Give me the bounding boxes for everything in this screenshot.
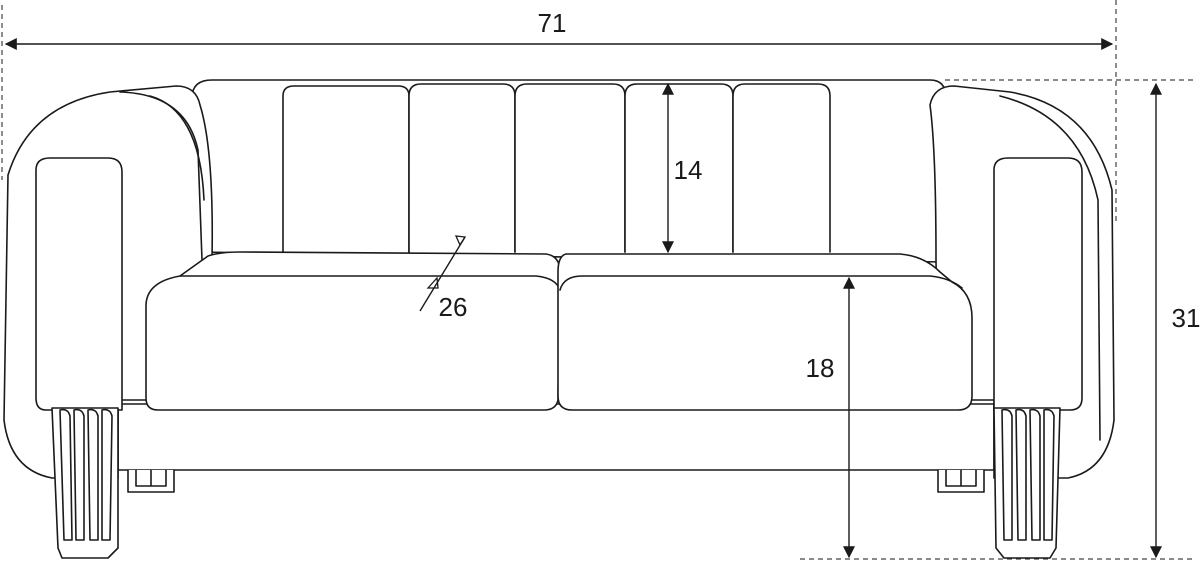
back-channel bbox=[732, 83, 831, 253]
total-height-label: 31 bbox=[1172, 303, 1200, 333]
back-channel bbox=[514, 83, 626, 253]
leg-right bbox=[993, 407, 1061, 559]
sofa bbox=[3, 79, 1115, 559]
left-arm-panel bbox=[35, 157, 123, 411]
depth-label: 26 bbox=[439, 292, 468, 322]
right-arm-panel bbox=[993, 157, 1083, 411]
dimension-labels: 71 14 26 18 31 bbox=[439, 8, 1200, 383]
dimension-lines bbox=[4, 38, 1162, 559]
back-channel bbox=[408, 83, 516, 253]
leg-left bbox=[51, 407, 119, 559]
inner-feet bbox=[127, 469, 985, 493]
back-channel bbox=[624, 83, 734, 253]
sofa-base bbox=[117, 403, 995, 471]
seat-cushion-left bbox=[145, 251, 561, 411]
channel-tufts bbox=[282, 83, 831, 253]
seat-cushion-right bbox=[557, 253, 973, 411]
back-height-label: 14 bbox=[674, 155, 703, 185]
depth-dimension-line bbox=[419, 235, 467, 312]
back-channel bbox=[282, 85, 410, 253]
width-label: 71 bbox=[538, 8, 567, 38]
seat-height-label: 18 bbox=[806, 353, 835, 383]
